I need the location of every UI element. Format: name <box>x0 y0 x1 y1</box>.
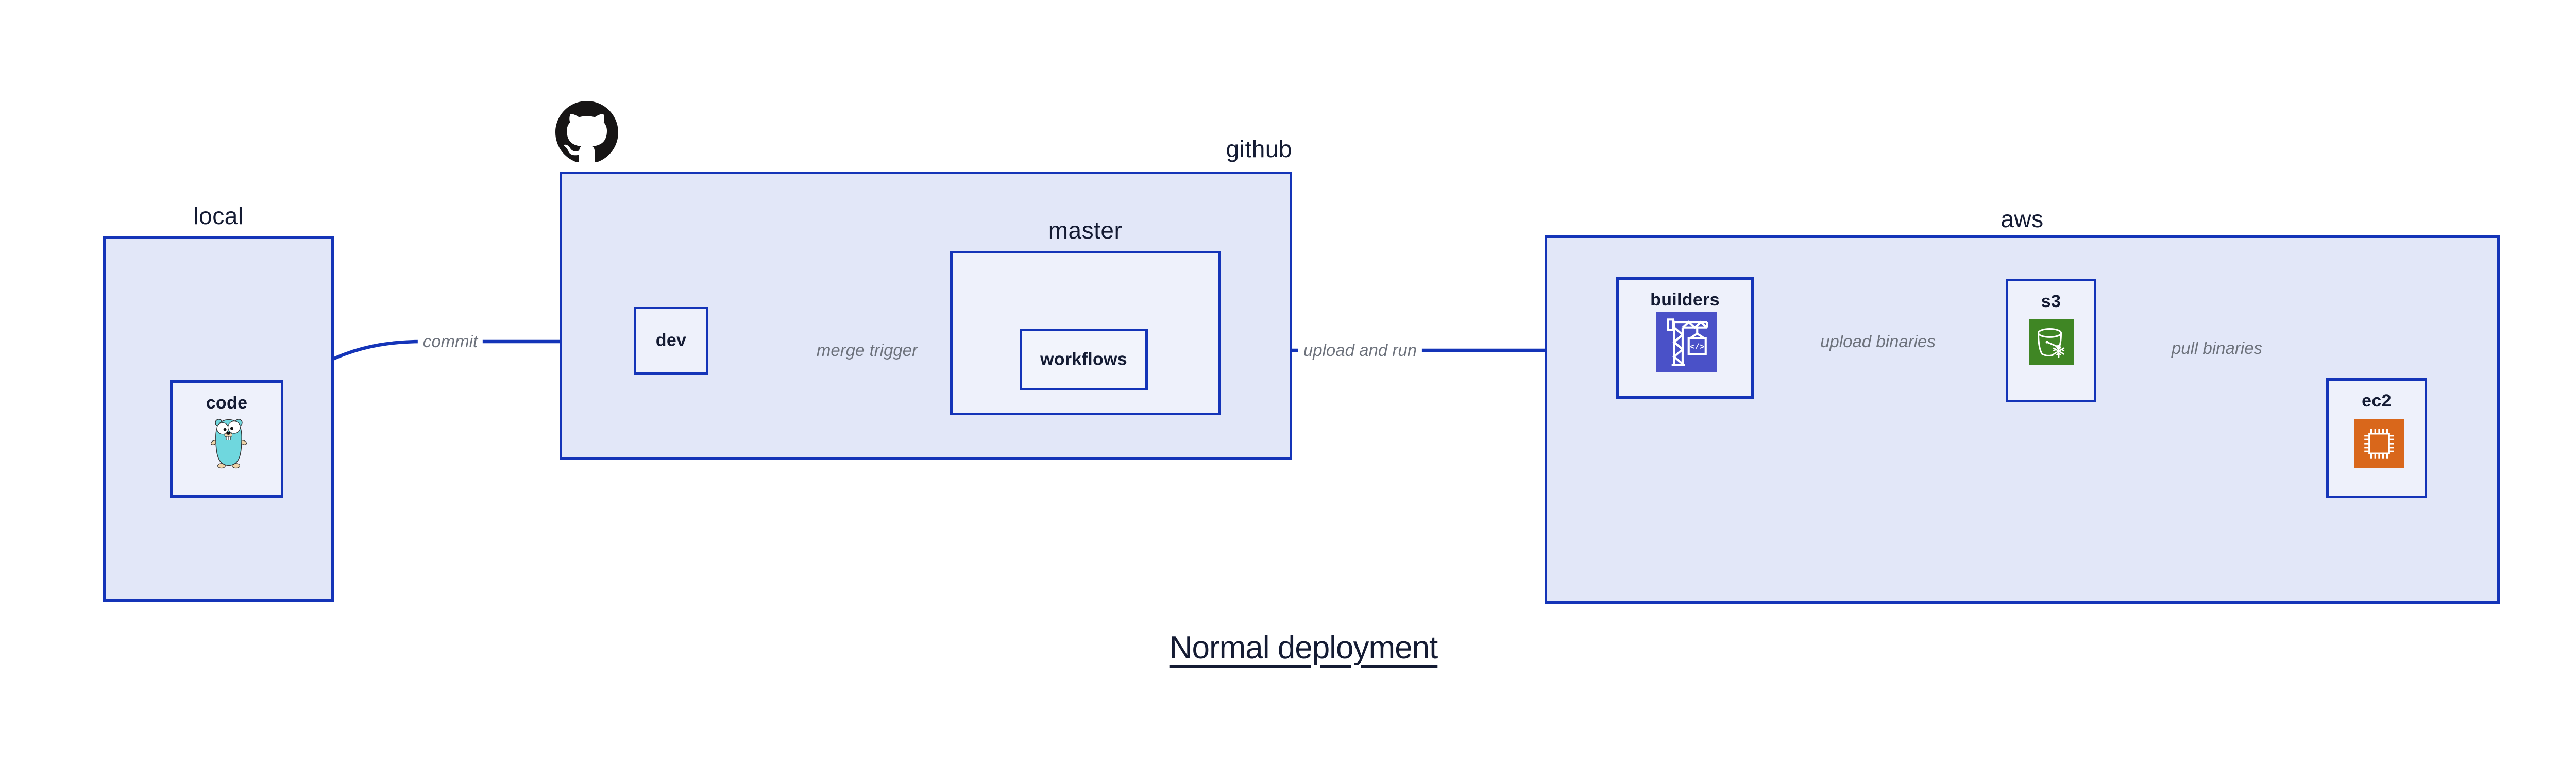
ec2-node: ec2 <box>2326 378 2427 498</box>
s3-node-label: s3 <box>2041 292 2061 311</box>
github-octocat-icon <box>555 101 618 162</box>
github-container-label: github <box>1226 135 1292 162</box>
dev-node: dev <box>634 307 708 375</box>
code-node: code <box>170 380 283 498</box>
code-node-label: code <box>206 393 248 413</box>
ec2-chip-icon <box>2354 419 2404 468</box>
diagram-title: Normal deployment <box>1169 630 1438 666</box>
dev-node-label: dev <box>655 330 687 350</box>
aws-container-label: aws <box>2001 206 2044 232</box>
workflows-node: workflows <box>1020 329 1148 390</box>
ec2-node-label: ec2 <box>2362 391 2392 411</box>
master-container-label: master <box>1048 217 1123 244</box>
local-container-label: local <box>193 202 244 229</box>
commit-edge-label: commit <box>417 331 483 352</box>
upload-and-run-edge-label: upload and run <box>1298 339 1422 361</box>
pull-binaries-edge-label: pull binaries <box>2166 337 2268 359</box>
s3-node: s3 <box>2006 279 2096 402</box>
upload-binaries-edge-label: upload binaries <box>1815 331 1941 352</box>
go-gopher-icon <box>210 419 247 469</box>
codebuild-crane-icon: </> <box>1656 312 1717 372</box>
s3-glacier-bucket-icon <box>2029 319 2074 365</box>
builders-node-label: builders <box>1650 290 1720 310</box>
workflows-node-label: workflows <box>1040 349 1127 369</box>
merge-trigger-edge-label: merge trigger <box>811 339 923 361</box>
codebuild-code-glyph: </> <box>1690 343 1704 352</box>
builders-node: builders </> <box>1616 277 1754 399</box>
